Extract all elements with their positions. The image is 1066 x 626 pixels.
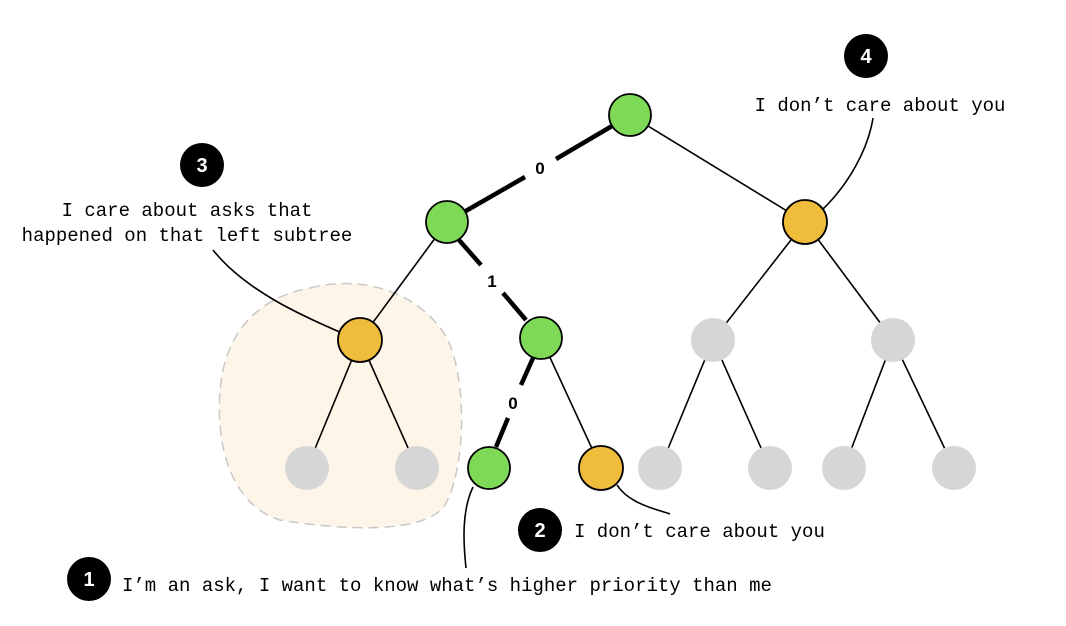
edge-left-leftleft <box>359 221 448 341</box>
node-root <box>608 93 652 137</box>
leaf-4 <box>578 445 624 491</box>
edge-rightright-leaf8 <box>892 339 955 469</box>
edge-leftright-ask-lower <box>493 417 511 448</box>
edge-leftright-leaf4 <box>540 337 602 469</box>
callout-3: 3 I care about asks that happened on tha… <box>22 143 353 247</box>
edge-rightleft-leaf6 <box>712 339 771 469</box>
node-right-right <box>871 318 915 362</box>
edge-left-leftright-upper <box>457 238 483 267</box>
node-right <box>782 199 828 245</box>
callout-3-badge <box>180 143 224 187</box>
left-subtree-highlight <box>218 282 463 529</box>
callout-4-badge <box>844 34 888 78</box>
edge-leftleft-leaf2 <box>359 339 418 469</box>
edge-leftleft-leaf1 <box>306 339 361 469</box>
callout-1-badge <box>67 557 111 601</box>
edge-root-left-lower <box>462 175 527 214</box>
node-left-right <box>519 316 563 360</box>
callout-3-number: 3 <box>196 155 207 177</box>
leader-callout-1 <box>463 486 474 569</box>
callout-2-number: 2 <box>534 520 545 542</box>
node-left <box>425 200 469 244</box>
callout-1-number: 1 <box>83 569 94 591</box>
leaf-5 <box>638 446 682 490</box>
leader-callout-3 <box>212 249 343 334</box>
leaf-1 <box>285 446 329 490</box>
callout-1-text: I’m an ask, I want to know what’s higher… <box>122 575 772 597</box>
edge-rightright-leaf7 <box>843 339 894 469</box>
edge-root-left-upper <box>554 124 614 161</box>
callout-2: 2 I don’t care about you <box>518 508 825 552</box>
callout-2-badge <box>518 508 562 552</box>
edge-right-rightright <box>804 221 894 341</box>
edge-root-right <box>629 114 806 223</box>
leaf-8 <box>932 446 976 490</box>
node-left-left <box>337 317 383 363</box>
callout-2-text: I don’t care about you <box>574 521 825 543</box>
leaf-ask <box>467 446 511 490</box>
callout-4-number: 4 <box>860 46 872 68</box>
callout-3-text-line1: I care about asks that <box>62 200 313 222</box>
node-right-left <box>691 318 735 362</box>
callout-4: 4 I don’t care about you <box>755 34 1006 117</box>
callout-3-text-line2: happened on that left subtree <box>22 225 353 247</box>
callout-1: 1 I’m an ask, I want to know what’s high… <box>67 557 772 601</box>
leaf-6 <box>748 446 792 490</box>
leaf-7 <box>822 446 866 490</box>
edge-rightleft-leaf5 <box>659 339 714 469</box>
edge-leftright-ask-upper <box>518 357 536 386</box>
edge-label-left-leftright: 1 <box>487 272 496 291</box>
edge-label-leftright-ask: 0 <box>508 394 517 413</box>
leader-callout-4 <box>821 117 874 211</box>
leaf-2 <box>395 446 439 490</box>
callout-4-text: I don’t care about you <box>755 95 1006 117</box>
edge-right-rightleft <box>712 221 806 341</box>
leader-callout-2 <box>616 484 671 515</box>
edge-left-leftright-lower <box>501 291 528 322</box>
edge-label-root-left: 0 <box>535 159 544 178</box>
